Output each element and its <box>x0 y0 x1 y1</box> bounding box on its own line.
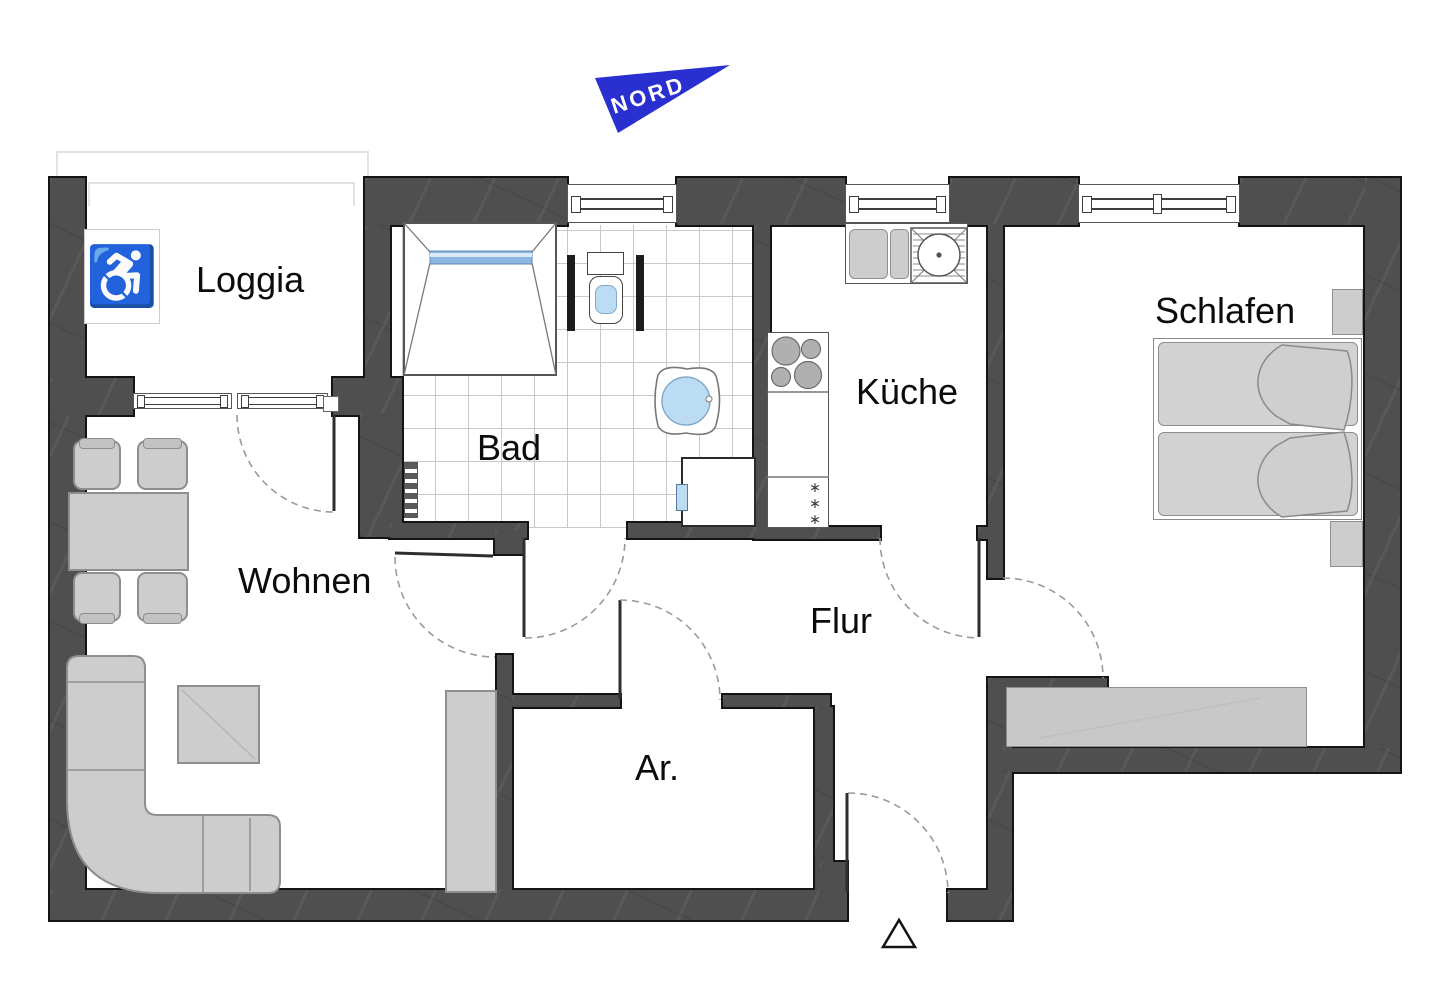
north-arrow: NORD <box>595 65 730 133</box>
nightstand <box>1332 289 1363 335</box>
wall-segment <box>948 890 1012 920</box>
north-label: NORD <box>608 71 689 119</box>
wall-segment <box>754 527 880 539</box>
wall-segment <box>365 178 567 225</box>
wall-segment <box>360 413 402 537</box>
cabinet <box>445 690 497 893</box>
room-label-flur: Flur <box>810 600 872 641</box>
wall-segment <box>723 695 830 707</box>
toilet-cistern <box>587 252 624 275</box>
wall-segment <box>50 890 847 920</box>
dining-chair <box>73 438 121 490</box>
wall-segment <box>1365 178 1400 772</box>
storage-door-arc <box>619 599 721 701</box>
loggia-railing <box>56 151 369 206</box>
wall-segment <box>512 695 620 707</box>
freezer-stars: ∗∗∗ <box>809 479 821 527</box>
wall-segment <box>815 707 833 890</box>
living-room-door-arc <box>394 556 496 658</box>
wall-segment <box>333 378 402 415</box>
wall-segment <box>390 523 527 538</box>
loggia-door-hinge-block <box>323 396 339 412</box>
dining-table <box>68 492 189 571</box>
toilet-water <box>595 285 617 314</box>
wall-segment <box>497 655 512 893</box>
mattress <box>1158 342 1358 426</box>
kitchen-door-arc <box>879 537 980 639</box>
living-room-door-leaf <box>394 551 494 558</box>
room-label-schlafen: Schlafen <box>1155 290 1296 331</box>
washing-machine-panel <box>676 484 688 511</box>
entrance-marker <box>880 917 918 949</box>
fridge <box>849 229 888 279</box>
wall-segment <box>988 678 1107 688</box>
wheelchair-accessible-box: ♿ <box>84 229 160 324</box>
room-label-wohnen: Wohnen <box>238 560 372 601</box>
wall-segment <box>950 178 1078 225</box>
wall-segment <box>988 225 1003 578</box>
kitchen-unit <box>890 229 909 279</box>
washing-machine <box>681 457 756 527</box>
bedroom-door-arc <box>1002 577 1104 679</box>
room-label-bad: Bad <box>477 427 542 468</box>
entrance-door-arc <box>847 792 949 894</box>
coffee-table <box>177 685 260 764</box>
wall-segment <box>754 225 770 538</box>
dining-chair <box>137 438 188 490</box>
toilet-partition <box>567 255 575 331</box>
loggia-door-arc <box>236 414 335 513</box>
wall-segment <box>495 530 523 554</box>
radiator <box>404 462 418 518</box>
room-label-loggia: Loggia <box>196 259 305 300</box>
sideboard <box>1006 687 1307 747</box>
room-label-kueche: Küche <box>856 371 959 412</box>
bed-frame <box>1153 338 1362 520</box>
bathroom-door-arc <box>524 537 626 639</box>
dining-chair <box>73 572 121 624</box>
window-loggia-left <box>133 393 232 409</box>
wall-segment <box>677 178 845 225</box>
wall-segment <box>820 862 847 892</box>
dining-chair <box>137 572 188 624</box>
window-bathroom <box>567 184 677 223</box>
toilet-partition <box>636 255 644 331</box>
nightstand <box>1330 521 1363 567</box>
room-label-ar: Ar. <box>635 747 680 788</box>
loggia-door-closed-panel <box>237 393 328 409</box>
window-bedroom <box>1078 184 1240 223</box>
wall-segment <box>1003 748 1400 772</box>
wall-segment <box>50 378 133 415</box>
mattress <box>1158 432 1358 516</box>
wheelchair-icon: ♿ <box>85 243 159 309</box>
window-mullion <box>1153 194 1162 214</box>
window-kitchen <box>845 184 950 223</box>
